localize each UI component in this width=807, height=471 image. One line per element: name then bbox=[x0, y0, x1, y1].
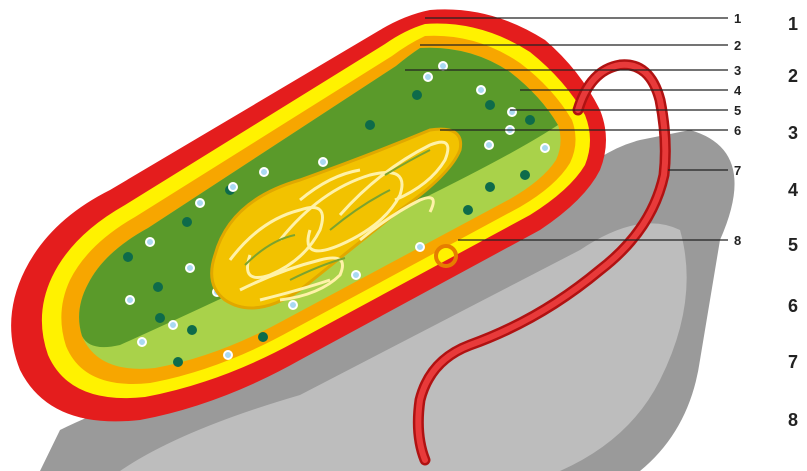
callout-1: 1 bbox=[734, 11, 741, 26]
side-number-4: 4 bbox=[788, 180, 807, 200]
side-number-8: 8 bbox=[788, 410, 807, 430]
callout-6: 6 bbox=[734, 123, 741, 138]
callout-8: 8 bbox=[734, 233, 741, 248]
callout-3: 3 bbox=[734, 63, 741, 78]
callout-7: 7 bbox=[734, 163, 741, 178]
side-number-6: 6 bbox=[788, 296, 807, 316]
side-number-7: 7 bbox=[788, 352, 807, 372]
side-number-list: 1 2 3 4 5 6 7 8 bbox=[788, 0, 807, 471]
callout-2: 2 bbox=[734, 38, 741, 53]
side-number-5: 5 bbox=[788, 235, 807, 255]
side-number-2: 2 bbox=[788, 66, 807, 86]
callout-5: 5 bbox=[734, 103, 741, 118]
side-number-3: 3 bbox=[788, 123, 807, 143]
callout-labels: 1 2 3 4 5 6 7 8 bbox=[734, 11, 742, 248]
callout-4: 4 bbox=[734, 83, 742, 98]
side-number-1: 1 bbox=[788, 14, 807, 34]
